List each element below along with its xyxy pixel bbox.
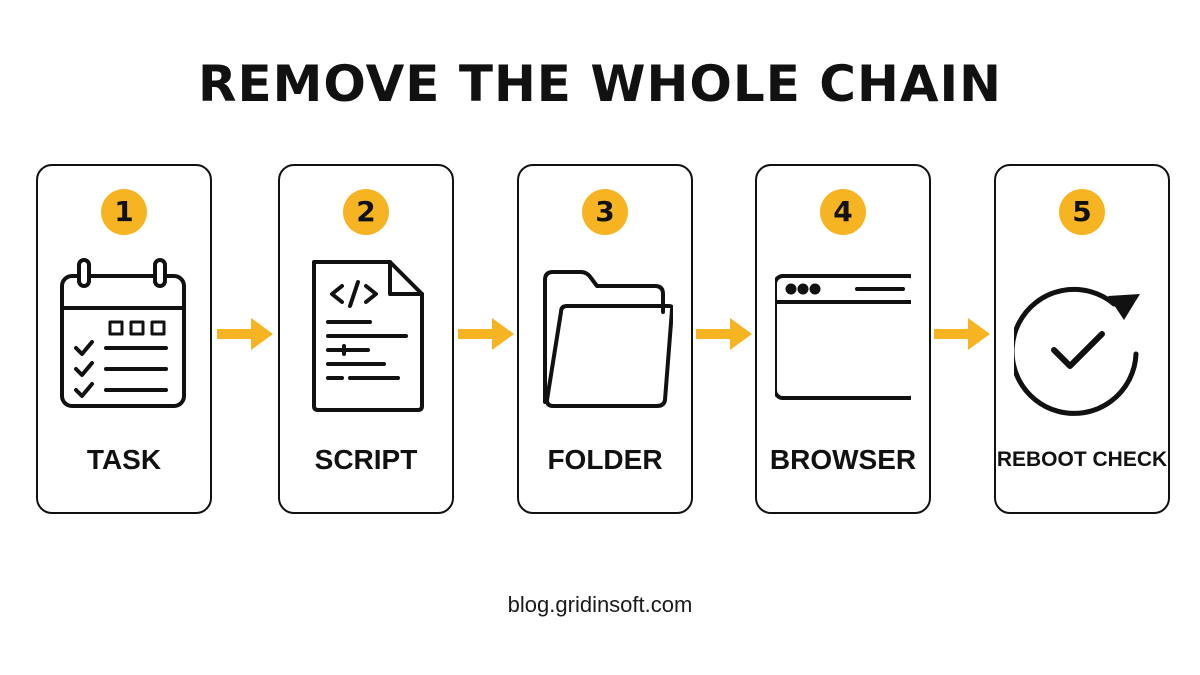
folder-icon xyxy=(537,250,673,420)
calendar-checklist-icon xyxy=(56,250,192,420)
step-label: TASK xyxy=(86,444,162,475)
step-number-badge: 3 xyxy=(582,189,628,235)
arrow-right-icon xyxy=(694,314,754,354)
step-label: FOLDER xyxy=(547,444,663,475)
step-label: SCRIPT xyxy=(314,444,418,475)
step-card-browser: 4 BROWSER xyxy=(755,164,931,514)
reboot-check-icon xyxy=(1014,250,1150,420)
browser-window-icon xyxy=(775,250,911,420)
step-number-badge: 5 xyxy=(1059,189,1105,235)
step-card-folder: 3 FOLDER xyxy=(517,164,693,514)
step-card-task: 1 TASK xyxy=(36,164,212,514)
code-file-icon xyxy=(298,250,434,420)
arrow-right-icon xyxy=(456,314,516,354)
page-title: REMOVE THE WHOLE CHAIN xyxy=(198,55,1002,113)
arrow-right-icon xyxy=(932,314,992,354)
arrow-right-icon xyxy=(215,314,275,354)
step-label: REBOOT CHECK xyxy=(996,448,1168,471)
step-card-script: 2 SCRIPT xyxy=(278,164,454,514)
step-label: BROWSER xyxy=(769,444,917,475)
footer-source-link: blog.gridinsoft.com xyxy=(507,592,693,617)
step-card-reboot-check: 5 REBOOT CHECK xyxy=(994,164,1170,514)
step-number-badge: 4 xyxy=(820,189,866,235)
step-number-badge: 2 xyxy=(343,189,389,235)
step-number-badge: 1 xyxy=(101,189,147,235)
